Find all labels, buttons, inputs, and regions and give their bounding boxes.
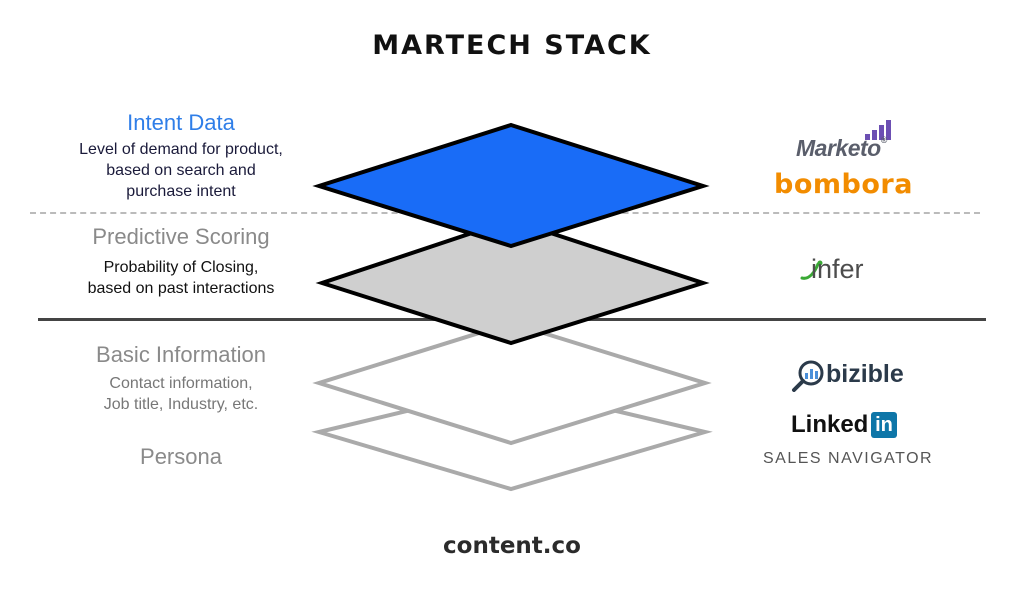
basic-information-layer [312, 320, 712, 446]
infer-swoosh-icon [800, 260, 823, 280]
intent-data-heading: Intent Data [127, 110, 235, 135]
infer-wordmark: infer [811, 254, 864, 284]
magnifier-icon [792, 360, 824, 392]
registered-mark: ® [880, 135, 888, 145]
predictive-scoring-heading: Predictive Scoring [92, 224, 270, 249]
basic-information-label: Basic Information Contact information, J… [16, 341, 346, 415]
description-line: purchase intent [126, 183, 236, 200]
persona-heading: Persona [140, 444, 222, 469]
persona-label: Persona [16, 443, 346, 471]
linkedin-in-icon: in [871, 412, 897, 438]
linkedin-logo: Linked [791, 411, 869, 438]
marketo-wordmark: Marketo [796, 135, 881, 161]
sales-navigator-label: SALES NAVIGATOR [763, 450, 934, 467]
intent-data-layer [312, 122, 710, 249]
marketo-logo: Marketo® [796, 135, 887, 162]
description-line: based on search and [106, 162, 256, 179]
marketo-bars-icon [865, 120, 891, 140]
intent-data-label: Intent Data Level of demand for product,… [16, 109, 346, 202]
bombora-logo: bombora [774, 169, 913, 200]
basic-information-description: Contact information, Job title, Industry… [16, 373, 346, 415]
description-line: Level of demand for product, [79, 141, 283, 158]
diagram-title: MARTECH STACK [372, 30, 652, 61]
predictive-scoring-description: Probability of Closing, based on past in… [16, 257, 346, 299]
footer-brand: content.co [443, 533, 581, 559]
bizible-logo: bizible [826, 360, 904, 388]
description-line: Contact information, [109, 375, 253, 392]
description-line: Job title, Industry, etc. [103, 396, 259, 413]
infer-logo: infer [797, 254, 864, 285]
description-line: Probability of Closing, [103, 259, 259, 276]
basic-information-heading: Basic Information [96, 342, 266, 367]
predictive-scoring-label: Predictive Scoring Probability of Closin… [16, 223, 346, 299]
intent-data-description: Level of demand for product, based on se… [16, 139, 346, 202]
predictive-scoring-layer [315, 217, 710, 346]
description-line: based on past interactions [87, 280, 275, 297]
